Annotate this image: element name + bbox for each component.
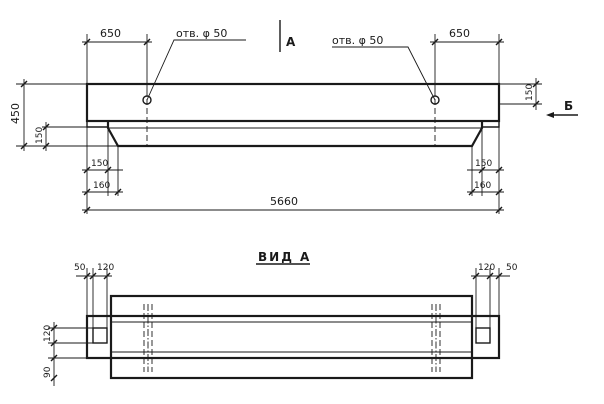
view-a: ВИД А 50 120 (43, 250, 518, 386)
dim-150-right-side: 150 (499, 78, 542, 110)
beam-lower-body (106, 121, 484, 148)
dim-650-left-label: 650 (100, 27, 121, 40)
view-a-title: ВИД А (258, 250, 311, 264)
dim-150-left: 150 (35, 122, 87, 151)
dim-160-br-label: 160 (474, 181, 491, 191)
dim-120-right-label: 120 (478, 263, 495, 273)
hole-left-leader (146, 39, 246, 101)
plan-hole-left (92, 327, 108, 344)
dim-90-vert-label: 90 (43, 366, 53, 378)
dim-plan-top-left: 50 120 (74, 263, 114, 328)
dim-150-bl-label: 150 (91, 159, 108, 169)
section-b-label: Б (564, 99, 573, 113)
dim-bottom-right: 150 160 (467, 127, 504, 214)
dim-650-right-label: 650 (449, 27, 470, 40)
dim-450-label: 450 (9, 103, 22, 124)
dim-plan-left-vert: 120 90 (43, 322, 93, 386)
dim-5660: 5660 (82, 195, 504, 214)
dim-50-left-label: 50 (74, 263, 86, 273)
hole-right-label: отв. φ 50 (332, 34, 383, 47)
hole-right (430, 90, 440, 146)
dim-120-left-label: 120 (97, 263, 114, 273)
dim-5660-label: 5660 (270, 195, 298, 208)
section-b-arrow (546, 112, 554, 118)
dim-150-left-label: 150 (35, 127, 45, 144)
dim-120-vert-label: 120 (43, 325, 53, 342)
dim-650-left: 650 (82, 27, 152, 90)
beam-top-outline (85, 82, 501, 123)
plan-outer-outline (109, 294, 474, 380)
dim-150-right-side-label: 150 (525, 84, 535, 101)
plan-hole-right (475, 327, 491, 344)
dim-650-right: 650 (430, 27, 504, 90)
dim-160-bl-label: 160 (93, 181, 110, 191)
section-a-label: А (286, 35, 296, 49)
dim-50-right-label: 50 (506, 263, 518, 273)
elevation-view: отв. φ 50 отв. φ 50 А Б 650 650 (9, 20, 578, 214)
dim-450: 450 (9, 79, 118, 151)
plan-middle-band (85, 314, 501, 360)
hole-right-leader (332, 46, 436, 101)
dim-bottom-left: 150 160 (82, 127, 123, 214)
hole-left-label: отв. φ 50 (176, 27, 227, 40)
dim-150-br-label: 150 (475, 159, 492, 169)
hole-left (142, 90, 152, 146)
dim-plan-top-right: 120 50 (471, 263, 518, 328)
